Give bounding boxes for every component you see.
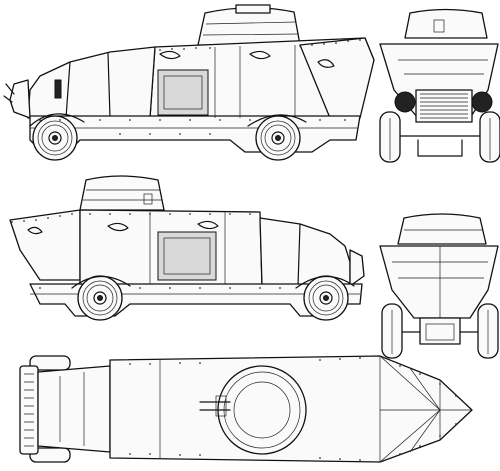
side-view-left-facing	[3, 4, 375, 161]
side-view-right-facing	[9, 175, 365, 321]
rear-view	[379, 213, 499, 359]
front-view	[379, 8, 500, 163]
top-view	[19, 355, 473, 463]
